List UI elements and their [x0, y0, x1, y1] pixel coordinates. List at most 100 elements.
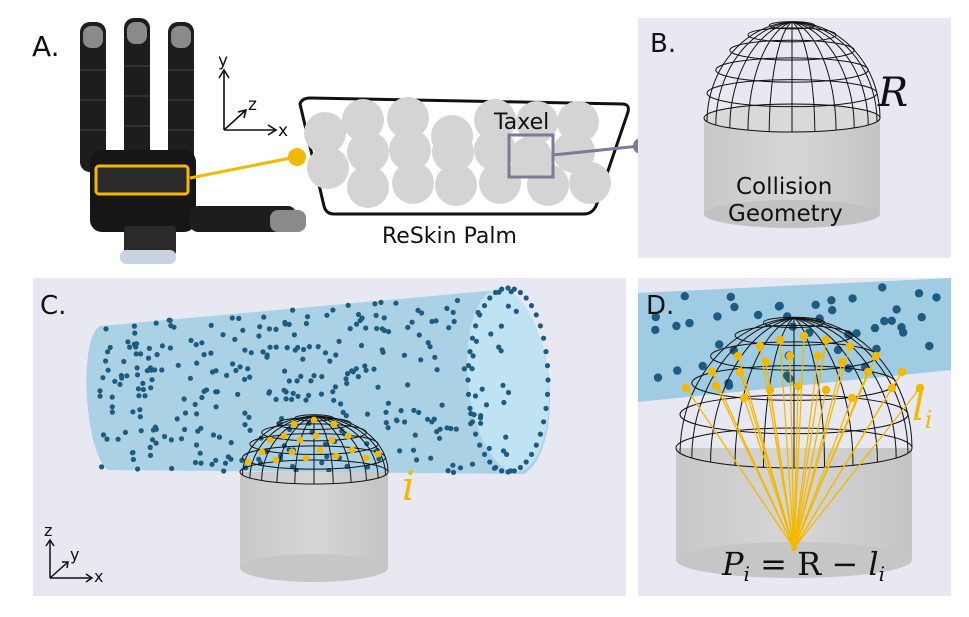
point — [651, 325, 660, 335]
point — [528, 451, 535, 457]
point — [445, 468, 451, 474]
taxel-circle — [342, 99, 384, 141]
point — [245, 366, 251, 372]
point — [425, 416, 431, 422]
point — [315, 344, 321, 350]
point — [137, 407, 143, 413]
point — [914, 289, 924, 298]
point — [208, 322, 214, 328]
point — [290, 307, 296, 313]
point — [147, 444, 153, 450]
point — [319, 374, 325, 380]
point — [386, 329, 392, 335]
point — [451, 318, 457, 325]
point — [444, 305, 450, 311]
panel-a-label: A. — [32, 30, 60, 63]
point — [418, 357, 424, 363]
point — [331, 397, 337, 403]
point — [294, 378, 300, 384]
point — [465, 391, 472, 397]
point — [500, 448, 507, 454]
point — [121, 358, 127, 365]
point — [543, 349, 549, 355]
taxel-dome-wireframe — [703, 21, 881, 133]
point — [193, 442, 200, 448]
taxel-circle — [347, 131, 389, 173]
contact-point — [863, 367, 873, 377]
point — [713, 312, 722, 321]
point — [222, 460, 229, 466]
point — [501, 399, 507, 406]
point — [385, 400, 391, 406]
point — [523, 295, 529, 301]
point — [353, 366, 359, 372]
ray-line — [769, 389, 795, 549]
contact-point — [711, 381, 721, 391]
collision-cylinder-c — [240, 472, 388, 582]
point — [401, 352, 407, 358]
ray-origin — [791, 545, 797, 551]
contact-point — [871, 351, 881, 361]
point — [481, 303, 488, 309]
point — [240, 327, 246, 333]
ray-line — [793, 371, 869, 549]
point — [541, 419, 547, 425]
point — [371, 366, 377, 372]
point — [198, 460, 204, 466]
taxel-connector-line — [552, 144, 641, 157]
point — [228, 456, 234, 462]
point — [345, 371, 351, 377]
ray-line — [739, 371, 795, 549]
point — [303, 320, 309, 327]
ray-line — [789, 355, 795, 549]
point — [880, 316, 889, 326]
point — [496, 344, 502, 350]
point — [651, 312, 660, 322]
point — [393, 300, 399, 306]
point — [229, 315, 235, 321]
point — [266, 389, 273, 395]
dome-meridian — [793, 317, 897, 459]
contact-point — [845, 341, 855, 351]
point — [932, 293, 941, 302]
point — [140, 380, 146, 386]
contact-point — [847, 393, 857, 403]
point — [242, 347, 248, 353]
point — [117, 381, 123, 387]
point — [208, 350, 214, 356]
point — [281, 387, 287, 393]
point — [432, 354, 438, 360]
point — [410, 447, 417, 453]
point — [112, 378, 118, 384]
point — [411, 407, 417, 413]
point — [405, 382, 411, 388]
point — [109, 404, 115, 410]
point — [372, 301, 378, 307]
point — [134, 365, 140, 371]
contact-point — [312, 432, 320, 440]
palm-connector-dot — [288, 148, 306, 166]
point — [122, 429, 128, 435]
axis-x-label: x — [278, 121, 288, 141]
contact-point — [374, 450, 382, 458]
point — [487, 295, 493, 301]
contact-point — [244, 458, 252, 466]
contact-point — [793, 381, 803, 391]
contact-point — [258, 448, 266, 456]
point — [336, 338, 342, 344]
point — [870, 323, 880, 333]
dome-meridian — [313, 415, 386, 476]
point — [194, 360, 200, 366]
dome-meridian — [729, 21, 793, 128]
contact-point — [887, 383, 897, 393]
point — [273, 396, 279, 402]
point — [428, 455, 434, 461]
point — [887, 316, 896, 325]
point — [409, 319, 415, 325]
panel-b: B. R Collision Geometry — [638, 18, 951, 258]
point — [213, 368, 219, 374]
ray-line — [793, 339, 827, 549]
point — [486, 445, 492, 451]
point — [291, 332, 297, 338]
palm-connector-line — [189, 155, 297, 180]
